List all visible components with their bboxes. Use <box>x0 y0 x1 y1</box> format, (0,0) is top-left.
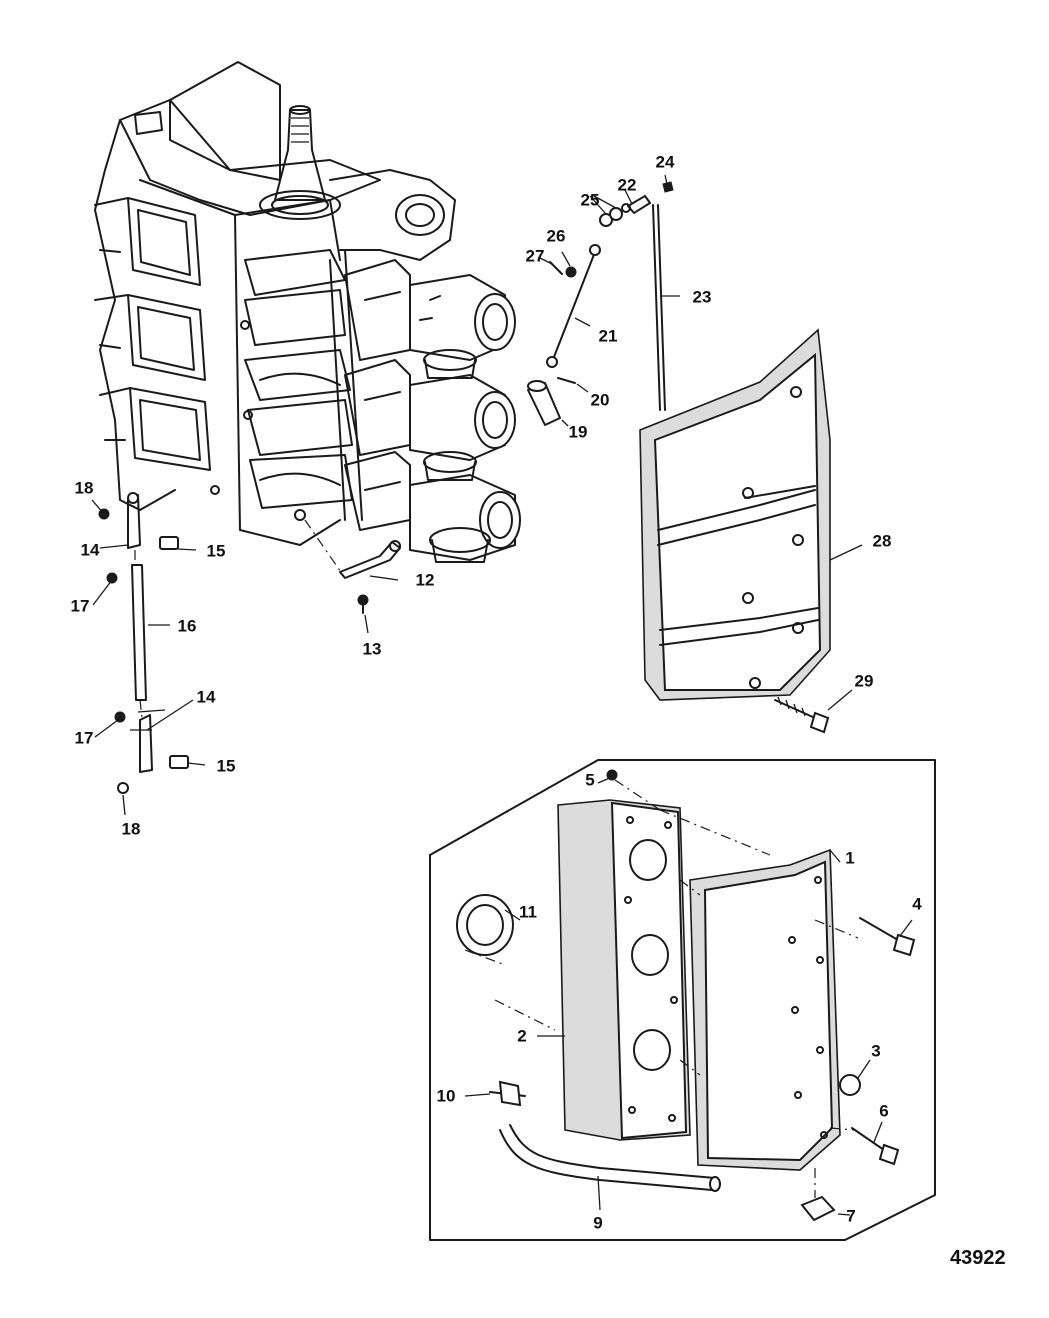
callout-20: 20 <box>590 390 610 410</box>
callout-3: 3 <box>871 1041 881 1061</box>
callout-18-upper: 18 <box>74 478 94 498</box>
figure-number: 43922 <box>950 1247 1006 1269</box>
callout-14-upper: 14 <box>80 540 100 560</box>
carburetor-upper <box>409 274 516 379</box>
callout-21: 21 <box>598 326 618 346</box>
assembly-box <box>429 759 936 1241</box>
bolt-29 <box>774 696 830 734</box>
callout-7: 7 <box>846 1206 856 1226</box>
callout-9: 9 <box>593 1213 603 1233</box>
callout-23: 23 <box>692 287 712 307</box>
callout-4: 4 <box>912 894 922 914</box>
callout-22: 22 <box>617 175 637 195</box>
callout-15-lower: 15 <box>216 756 236 776</box>
callout-12: 12 <box>415 570 435 590</box>
callout-26: 26 <box>546 226 566 246</box>
callout-13: 13 <box>362 639 382 659</box>
callout-24: 24 <box>655 152 675 172</box>
callout-10: 10 <box>436 1086 456 1106</box>
callout-19: 19 <box>568 422 588 442</box>
small-parts-upper <box>527 181 674 426</box>
callout-14-lower: 14 <box>196 687 216 707</box>
callout-17-lower: 17 <box>74 728 94 748</box>
callout-27: 27 <box>525 246 545 266</box>
callout-11: 11 <box>519 902 537 922</box>
callout-2: 2 <box>517 1026 527 1046</box>
callout-15-upper: 15 <box>206 541 226 561</box>
callout-18-lower: 18 <box>121 819 141 839</box>
leader-lines <box>91 174 913 1216</box>
callout-16: 16 <box>177 616 197 636</box>
callout-25: 25 <box>580 190 600 210</box>
callout-28: 28 <box>872 531 892 551</box>
callout-6: 6 <box>879 1101 889 1121</box>
gasket-11 <box>456 894 514 956</box>
callout-17-upper: 17 <box>70 596 90 616</box>
cylinder-block <box>94 61 521 563</box>
exhaust-plate-2 <box>557 799 691 1141</box>
alignment-lines <box>134 550 859 1198</box>
callout-1: 1 <box>845 848 855 868</box>
exhaust-cover <box>639 328 831 701</box>
carburetor-middle <box>409 374 516 481</box>
carburetor-lower <box>409 474 521 563</box>
callout-29: 29 <box>854 671 874 691</box>
fasteners-lower <box>489 769 916 1222</box>
bracket-12-13 <box>304 519 401 614</box>
exhaust-cover-1 <box>689 848 841 1171</box>
callout-5: 5 <box>585 770 595 790</box>
throttle-linkage <box>98 492 189 794</box>
